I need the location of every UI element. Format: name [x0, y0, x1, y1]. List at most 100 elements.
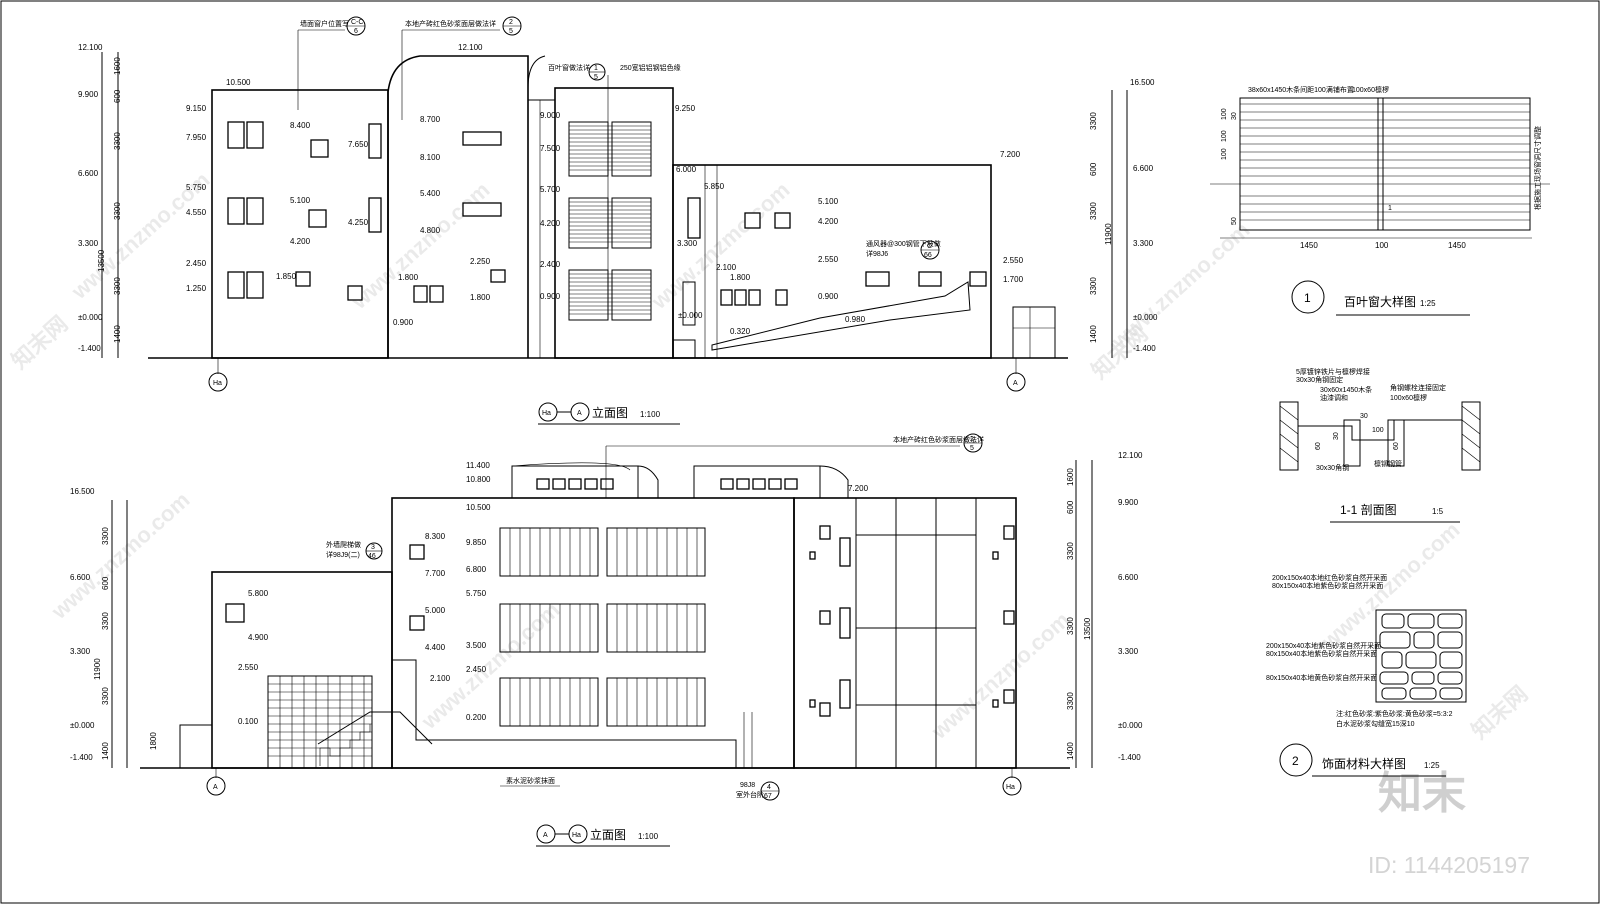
svg-text:600: 600	[1089, 162, 1098, 176]
svg-text:1450: 1450	[1448, 241, 1466, 250]
svg-text:1: 1	[594, 65, 598, 72]
top-elevation-title: Ha A 立面图 1:100	[538, 403, 680, 424]
svg-text:8.700: 8.700	[420, 115, 441, 124]
svg-text:4.200: 4.200	[290, 237, 311, 246]
svg-text:3300: 3300	[113, 202, 122, 220]
svg-text:67: 67	[764, 793, 772, 800]
svg-text:5.000: 5.000	[425, 606, 446, 615]
svg-text:5: 5	[970, 445, 974, 452]
svg-text:600: 600	[101, 576, 110, 590]
svg-text:3300: 3300	[1066, 692, 1075, 710]
watermark-site: www.znzmo.com	[416, 597, 565, 734]
bottom-elevation-title: A Ha 立面图 1:100	[536, 825, 670, 846]
svg-text:1-1 剖面图: 1-1 剖面图	[1340, 503, 1397, 517]
svg-text:9.000: 9.000	[540, 111, 561, 120]
svg-text:Ha: Ha	[1006, 784, 1015, 791]
svg-text:1:100: 1:100	[638, 832, 659, 841]
svg-text:4.200: 4.200	[818, 217, 839, 226]
svg-text:檩铆钢管: 檩铆钢管	[1374, 459, 1402, 468]
svg-text:1.700: 1.700	[1003, 275, 1024, 284]
svg-text:5: 5	[509, 28, 513, 35]
svg-text:13500: 13500	[97, 249, 106, 272]
svg-text:6.600: 6.600	[1133, 164, 1154, 173]
svg-text:0.200: 0.200	[466, 713, 487, 722]
svg-text:百叶窗大样图: 百叶窗大样图	[1344, 294, 1416, 309]
svg-text:±0.000: ±0.000	[78, 313, 103, 322]
svg-text:60: 60	[1393, 442, 1400, 450]
svg-text:-1.400: -1.400	[70, 753, 93, 762]
svg-text:2.400: 2.400	[540, 260, 561, 269]
svg-text:3300: 3300	[1066, 617, 1075, 635]
svg-text:4.400: 4.400	[425, 643, 446, 652]
svg-text:16.500: 16.500	[1130, 78, 1155, 87]
svg-text:30: 30	[1360, 413, 1368, 420]
svg-text:100: 100	[1221, 108, 1228, 120]
svg-text:1600: 1600	[1066, 468, 1075, 486]
svg-text:3300: 3300	[1089, 277, 1098, 295]
svg-text:±0.000: ±0.000	[70, 721, 95, 730]
svg-text:0.980: 0.980	[845, 315, 866, 324]
bottom-elevation: 11.400 10.800 10.500 8.300 7.700 5.000 4…	[70, 434, 1143, 846]
svg-text:6: 6	[354, 28, 358, 35]
svg-text:1450: 1450	[1300, 241, 1318, 250]
level-markers-bottom: 11.400 10.800 10.500 8.300 7.700 5.000 4…	[149, 461, 869, 750]
svg-text:10.500: 10.500	[226, 78, 251, 87]
svg-text:2: 2	[1292, 754, 1299, 768]
svg-text:100x60檩椤: 100x60檩椤	[1352, 85, 1389, 94]
svg-text:3: 3	[371, 544, 375, 551]
svg-text:3300: 3300	[101, 527, 110, 545]
svg-text:12.100: 12.100	[78, 43, 103, 52]
svg-text:3.500: 3.500	[466, 641, 487, 650]
svg-text:A: A	[1013, 380, 1018, 387]
svg-text:30: 30	[1333, 432, 1340, 440]
svg-text:10.800: 10.800	[466, 475, 491, 484]
svg-text:1.850: 1.850	[276, 272, 297, 281]
svg-text:1:100: 1:100	[640, 410, 661, 419]
svg-text:7.200: 7.200	[1000, 150, 1021, 159]
svg-text:2.100: 2.100	[716, 263, 737, 272]
svg-text:12.100: 12.100	[458, 43, 483, 52]
tower-side	[528, 100, 555, 358]
svg-text:1.800: 1.800	[730, 273, 751, 282]
watermark-site-cn: 知末网	[7, 311, 73, 374]
svg-text:9.900: 9.900	[78, 90, 99, 99]
dim-column-right-top: 16.500 6.600 3.300 ±0.000 -1.400 3300 60…	[1089, 78, 1158, 358]
level-markers-top: 10.500 9.150 7.950 5.750 4.550 2.450 1.2…	[186, 43, 1024, 336]
svg-text:1400: 1400	[1089, 325, 1098, 343]
svg-text:A: A	[213, 784, 218, 791]
svg-text:8.100: 8.100	[420, 153, 441, 162]
svg-text:10.500: 10.500	[466, 503, 491, 512]
svg-text:30x60x1450木条: 30x60x1450木条	[1320, 385, 1372, 394]
svg-text:600: 600	[113, 89, 122, 103]
curve-top	[528, 56, 545, 88]
svg-text:详98J6: 详98J6	[866, 249, 888, 258]
svg-text:1400: 1400	[1066, 742, 1075, 760]
svg-text:±0.000: ±0.000	[1133, 313, 1158, 322]
svg-text:30: 30	[1231, 112, 1238, 120]
svg-text:6.600: 6.600	[1118, 573, 1139, 582]
svg-text:3300: 3300	[1066, 542, 1075, 560]
svg-text:3.300: 3.300	[1118, 647, 1139, 656]
svg-text:0.900: 0.900	[393, 318, 414, 327]
svg-text:油漆调和: 油漆调和	[1320, 393, 1348, 402]
svg-text:1:5: 1:5	[1432, 507, 1444, 516]
svg-text:5.750: 5.750	[466, 589, 487, 598]
svg-text:50: 50	[1231, 217, 1238, 225]
svg-text:C-C: C-C	[351, 19, 363, 26]
svg-text:2.450: 2.450	[186, 259, 207, 268]
svg-text:Ha: Ha	[542, 410, 551, 417]
svg-text:角钢螺栓连接固定: 角钢螺栓连接固定	[1390, 383, 1446, 392]
svg-text:-1.400: -1.400	[78, 344, 101, 353]
svg-text:4.900: 4.900	[248, 633, 269, 642]
svg-text:38x60x1450木条间距100满铺布置: 38x60x1450木条间距100满铺布置	[1248, 85, 1354, 94]
svg-text:立面图: 立面图	[592, 405, 628, 420]
svg-text:饰面材料大样图: 饰面材料大样图	[1322, 756, 1406, 771]
svg-text:5.750: 5.750	[186, 183, 207, 192]
svg-text:9.900: 9.900	[1118, 498, 1139, 507]
svg-text:7.650: 7.650	[348, 140, 369, 149]
svg-text:立面图: 立面图	[590, 827, 626, 842]
svg-text:百叶窗做法详: 百叶窗做法详	[548, 63, 590, 72]
svg-text:4.200: 4.200	[540, 219, 561, 228]
